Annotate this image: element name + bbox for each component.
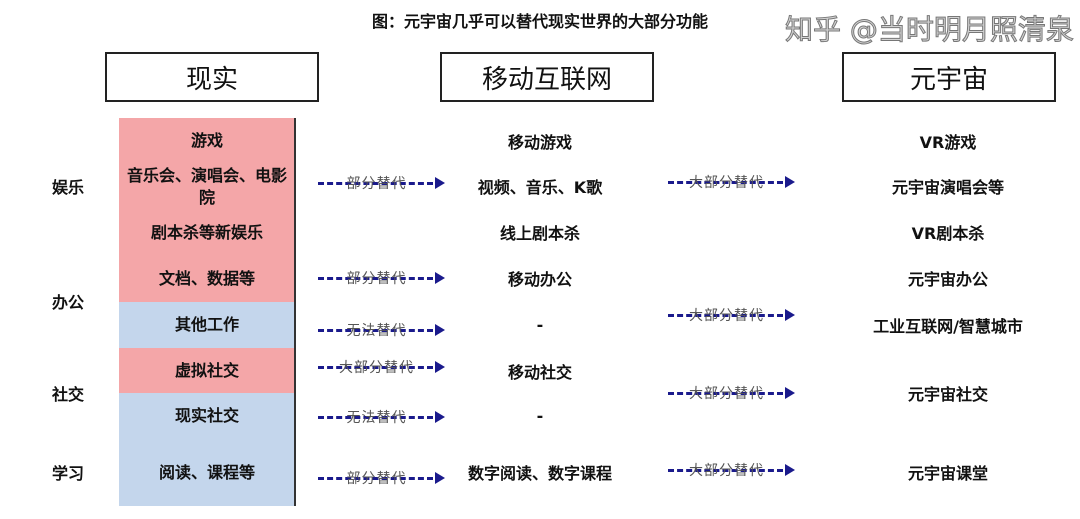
mobile-item: 移动社交 <box>507 363 572 382</box>
reality-item: 剧本杀等新娱乐 <box>119 210 295 256</box>
mobile-item: 视频、音乐、K歌 <box>477 178 603 197</box>
arrow-head-icon <box>785 176 795 188</box>
arrow-head-icon <box>435 272 445 284</box>
arrow-head-icon <box>785 464 795 476</box>
arrow-head-icon <box>785 387 795 399</box>
reality-item: 音乐会、演唱会、电影院 <box>119 164 295 210</box>
mobile-item: 数字阅读、数字课程 <box>467 464 612 483</box>
arrow-label: 大部分替代 <box>689 308 764 324</box>
reality-item: 现实社交 <box>119 393 295 439</box>
reality-item: 文档、数据等 <box>119 256 295 302</box>
mobile-item: 移动游戏 <box>507 133 572 152</box>
divider-line <box>294 118 296 506</box>
arrow-head-icon <box>435 324 445 336</box>
header-mobile-internet: 移动互联网 <box>440 52 654 102</box>
metaverse-item: VR游戏 <box>919 133 977 152</box>
watermark: 知乎 @当时明月照清泉 <box>785 13 1075 47</box>
mobile-item: 移动办公 <box>507 270 572 289</box>
header-metaverse: 元宇宙 <box>842 52 1056 102</box>
arrow-label: 部分替代 <box>346 471 407 487</box>
metaverse-item: VR剧本杀 <box>911 224 985 243</box>
arrow-label: 部分替代 <box>346 176 407 192</box>
mobile-item: 线上剧本杀 <box>499 224 580 243</box>
arrow-label: 无法替代 <box>346 323 407 339</box>
metaverse-item: 元宇宙课堂 <box>907 464 988 483</box>
arrow-left: 部分替代 <box>318 173 445 193</box>
arrow-right: 大部分替代 <box>668 460 795 480</box>
reality-item: 其他工作 <box>119 302 295 348</box>
header-reality: 现实 <box>105 52 319 102</box>
arrow-left: 部分替代 <box>318 468 445 488</box>
arrow-right: 大部分替代 <box>668 172 795 192</box>
arrow-head-icon <box>785 309 795 321</box>
metaverse-item: 工业互联网/智慧城市 <box>873 317 1023 336</box>
category-learning: 学习 <box>51 464 84 483</box>
arrow-left: 部分替代 <box>318 268 445 288</box>
reality-item: 虚拟社交 <box>119 348 295 393</box>
arrow-head-icon <box>435 177 445 189</box>
arrow-head-icon <box>435 472 445 484</box>
category-social: 社交 <box>51 385 84 404</box>
reality-item: 阅读、课程等 <box>119 439 295 506</box>
arrow-label: 大部分替代 <box>339 360 414 376</box>
category-office: 办公 <box>51 293 84 312</box>
arrow-label: 大部分替代 <box>689 463 764 479</box>
mobile-item: - <box>536 406 544 426</box>
arrow-left: 无法替代 <box>318 407 445 427</box>
arrow-head-icon <box>435 411 445 423</box>
arrow-label: 部分替代 <box>346 271 407 287</box>
reality-item: 游戏 <box>119 118 295 164</box>
arrow-label: 大部分替代 <box>689 386 764 402</box>
arrow-head-icon <box>435 361 445 373</box>
arrow-left: 无法替代 <box>318 320 445 340</box>
arrow-label: 无法替代 <box>346 410 407 426</box>
metaverse-item: 元宇宙演唱会等 <box>891 178 1004 197</box>
category-entertainment: 娱乐 <box>51 178 84 197</box>
arrow-right: 大部分替代 <box>668 383 795 403</box>
arrow-right: 大部分替代 <box>668 305 795 325</box>
metaverse-item: 元宇宙办公 <box>907 270 988 289</box>
figure-title: 图：元宇宙几乎可以替代现实世界的大部分功能 <box>371 12 708 31</box>
arrow-left: 大部分替代 <box>318 357 445 377</box>
metaverse-item: 元宇宙社交 <box>907 385 988 404</box>
mobile-item: - <box>536 315 544 335</box>
arrow-label: 大部分替代 <box>689 175 764 191</box>
